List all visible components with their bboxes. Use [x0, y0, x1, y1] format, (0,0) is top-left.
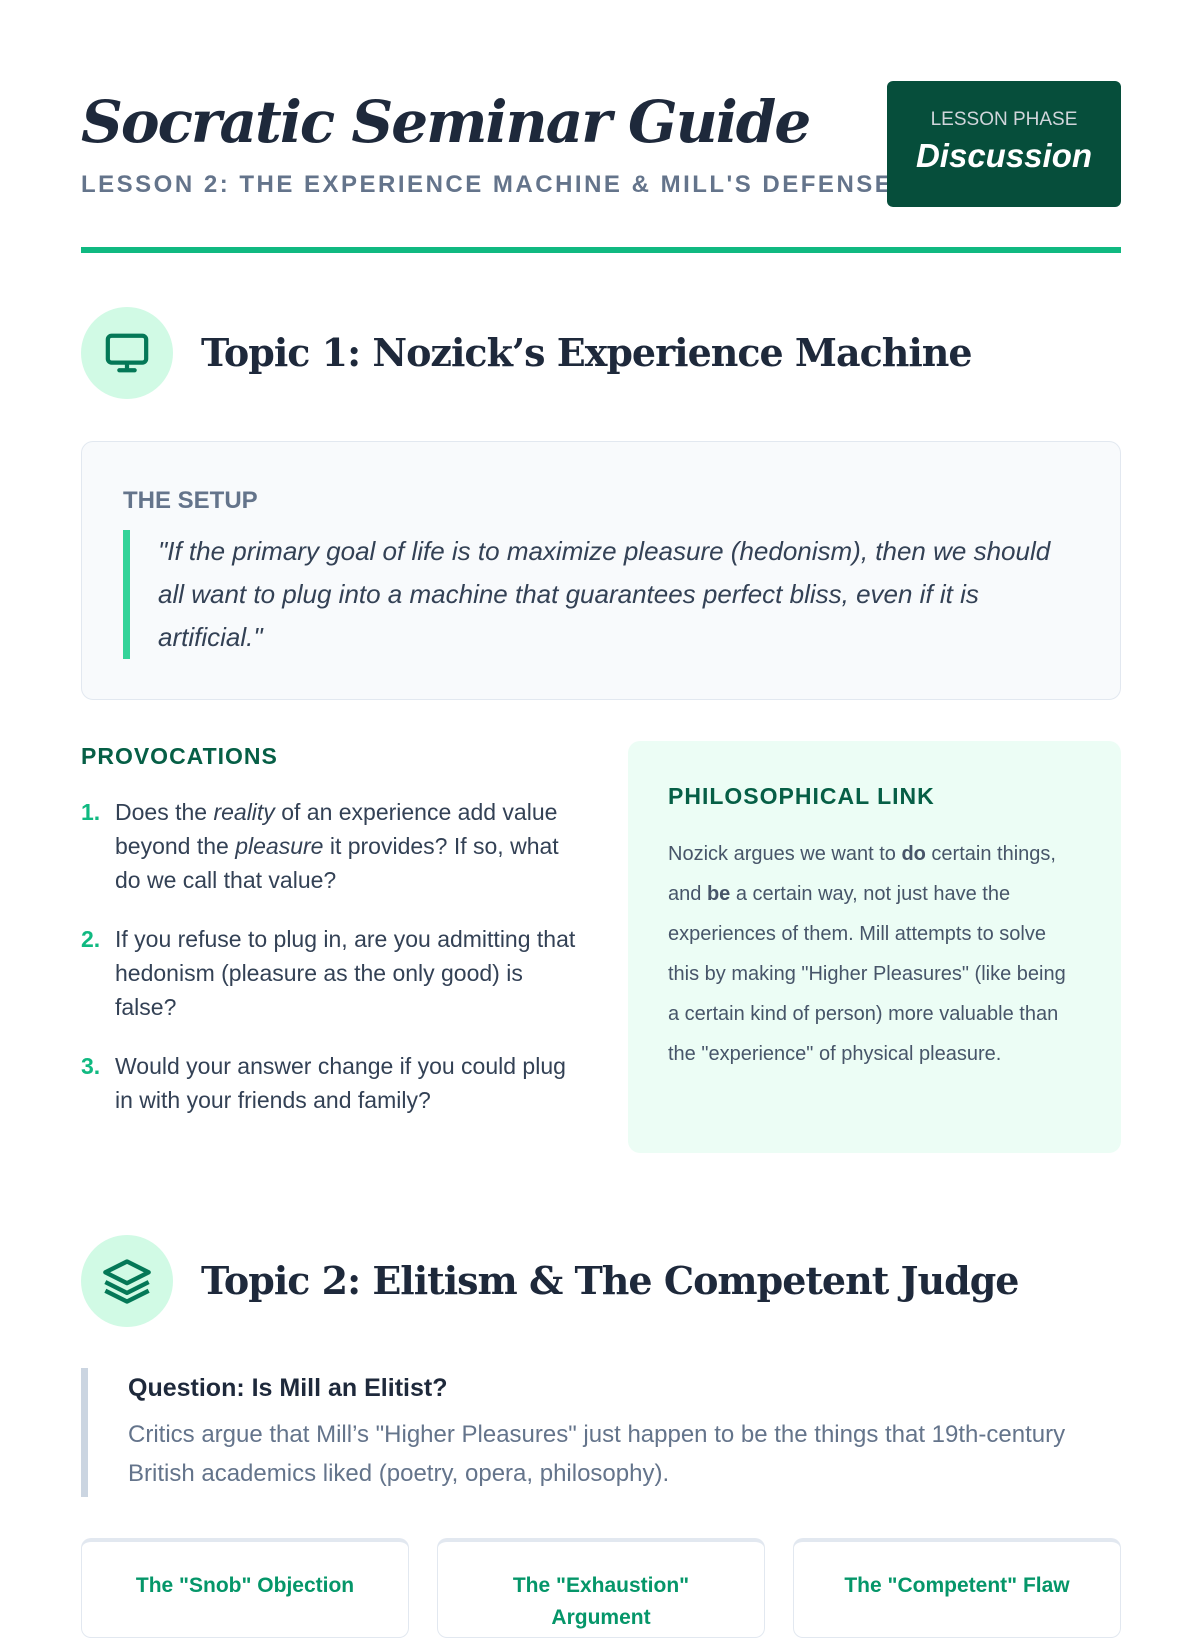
item-text: Does the reality of an experience add va… — [115, 799, 559, 893]
link-text: Nozick argues we want to do certain thin… — [668, 843, 1066, 1065]
item-number: 1. — [81, 799, 101, 825]
item-number: 3. — [81, 1053, 101, 1079]
monitor-icon — [81, 307, 173, 399]
card-title: The "Exhaustion" Argument — [512, 1574, 690, 1629]
card-title: The "Competent" Flaw — [844, 1574, 1070, 1597]
header-divider — [81, 247, 1121, 253]
card-competent-flaw: The "Competent" Flaw — [793, 1538, 1121, 1638]
list-item: 1. Does the reality of an experience add … — [81, 795, 581, 897]
philosophical-link-box: PHILOSOPHICAL LINK Nozick argues we want… — [628, 741, 1121, 1153]
item-text: Would your answer change if you could pl… — [115, 1053, 566, 1113]
topic-1-title: Topic 1: Nozick’s Experience Machine — [201, 330, 973, 375]
question-title: Question: Is Mill an Elitist? — [128, 1374, 448, 1402]
card-title: The "Snob" Objection — [135, 1574, 355, 1597]
question-block: Question: Is Mill an Elitist? Critics ar… — [81, 1368, 1121, 1497]
phase-label: LESSON PHASE — [930, 109, 1078, 130]
question-text: Critics argue that Mill’s "Higher Pleasu… — [128, 1421, 1066, 1487]
link-heading: PHILOSOPHICAL LINK — [668, 783, 935, 809]
lesson-subtitle: LESSON 2: THE EXPERIENCE MACHINE & MILL'… — [81, 171, 894, 198]
provocations-list: 1. Does the reality of an experience add … — [81, 795, 581, 1142]
topic-2-title: Topic 2: Elitism & The Competent Judge — [201, 1258, 1019, 1303]
lesson-phase-badge: LESSON PHASE Discussion — [887, 81, 1121, 207]
setup-label: THE SETUP — [123, 487, 258, 514]
setup-quote: "If the primary goal of life is to maxim… — [123, 530, 1083, 659]
provocations-heading: PROVOCATIONS — [81, 743, 278, 769]
layers-icon — [81, 1235, 173, 1327]
item-text: If you refuse to plug in, are you admitt… — [115, 926, 576, 1020]
card-snob-objection: The "Snob" Objection — [81, 1538, 409, 1638]
phase-value: Discussion — [915, 137, 1093, 174]
list-item: 3. Would your answer change if you could … — [81, 1049, 581, 1117]
list-item: 2. If you refuse to plug in, are you admi… — [81, 922, 581, 1024]
setup-box: THE SETUP "If the primary goal of life i… — [81, 441, 1121, 700]
card-exhaustion-argument: The "Exhaustion" Argument — [437, 1538, 765, 1638]
item-number: 2. — [81, 926, 101, 952]
page-title: Socratic Seminar Guide — [81, 88, 811, 156]
